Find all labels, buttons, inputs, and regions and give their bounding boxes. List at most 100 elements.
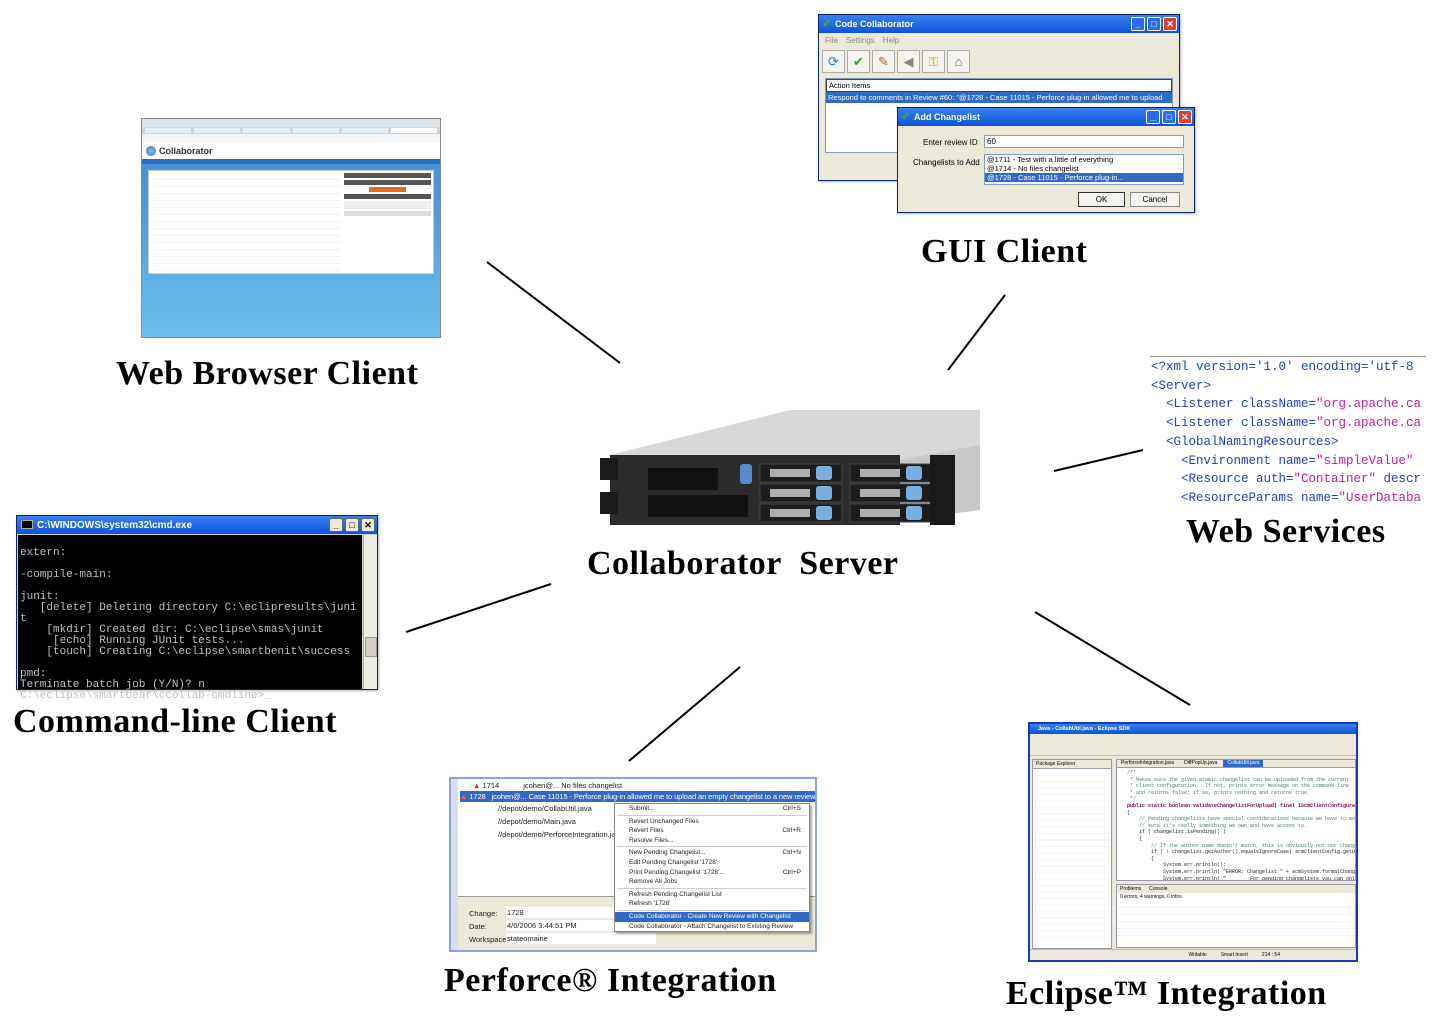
edge-command-line [405, 583, 552, 633]
xml-line: <Environment name="simpleValue" [1151, 453, 1414, 468]
eclipse-title: Java - CollabUtil.java - Eclipse SDK [1030, 724, 1356, 734]
cmd-title: C:\WINDOWS\system32\cmd.exe [37, 519, 193, 531]
code-line: // If the author name doesn't match, thi… [1121, 842, 1355, 849]
collaborator-logo-icon [146, 145, 156, 156]
web-services-xml: <?xml version='1.0' encoding='utf-8<Serv… [1151, 358, 1426, 514]
minimize-button[interactable]: _ [1146, 110, 1160, 124]
edge-web-services [1053, 449, 1144, 472]
action-item[interactable]: Respond to comments in Review #60: "@172… [826, 92, 1172, 103]
warning-icon: ▲ [460, 792, 468, 801]
code-line: System.err.println( "ERROR: Changelist "… [1121, 868, 1355, 875]
changelists-list[interactable]: @1711 - Test with a little of everything… [984, 154, 1184, 185]
xml-line: <Listener className="org.apache.ca [1151, 397, 1422, 412]
cmd-scrollbar[interactable] [363, 535, 377, 689]
maximize-button[interactable]: □ [1147, 17, 1161, 31]
context-menu-item[interactable]: Code Collaborator - Create New Review wi… [615, 911, 809, 922]
warning-icon: ▲ [473, 781, 481, 790]
edit-document-icon[interactable]: ✎ [872, 50, 895, 73]
code-line: public static boolean validateChangelist… [1121, 802, 1355, 809]
changelist-item[interactable]: @1711 - Test with a little of everything [987, 155, 1114, 164]
refresh-icon[interactable]: ⟳ [822, 50, 845, 73]
detail-label: Workspace: [469, 935, 509, 944]
edge-gui [947, 294, 1006, 371]
file-item[interactable]: //depot/demo/Main.java [498, 817, 576, 826]
cancel-button[interactable]: Cancel [1130, 192, 1180, 207]
review-id-input[interactable]: 60 [984, 135, 1184, 148]
check-icon: ✔ [901, 111, 911, 123]
home-icon[interactable]: ⌂ [947, 50, 970, 73]
back-icon[interactable]: ◀ [897, 50, 920, 73]
code-line: System.err.println( " For pending change… [1121, 875, 1355, 881]
dialog-title: Add Changelist [914, 112, 981, 122]
editor-tab-active[interactable]: CollabUtil.java [1223, 760, 1264, 767]
code-line: { [1121, 835, 1143, 842]
cmd-window: C:\WINDOWS\system32\cmd.exe _□✕ extern: … [16, 515, 378, 702]
label-gui-client: GUI Client [921, 233, 1088, 270]
editor-tab[interactable]: PerforceIntegration.java [1121, 760, 1175, 766]
xml-line: <GlobalNamingResources> [1151, 434, 1339, 449]
menu-separator [617, 909, 807, 911]
context-menu-item[interactable]: Print Pending Changelist '1728'...Ctrl+P [629, 868, 801, 876]
key-icon[interactable]: ⚿ [922, 50, 945, 73]
maximize-button[interactable]: □ [1162, 110, 1176, 124]
close-button[interactable]: ✕ [1163, 17, 1177, 31]
menu-separator [617, 846, 807, 848]
xml-divider [1150, 356, 1426, 357]
menu-settings[interactable]: Settings [845, 36, 875, 45]
code-line: * Makes sure the given atomic changelist… [1121, 776, 1350, 783]
context-menu-item[interactable]: Revert Unchanged Files [629, 817, 699, 825]
maximize-button[interactable]: □ [345, 518, 359, 532]
detail-value: stateomaine [506, 933, 656, 944]
status-cursor-position: 214 : 54 [1261, 952, 1280, 958]
xml-line: <ResourceParams name="UserDataba [1151, 490, 1422, 505]
code-line: if ( changelist.isPending() ) [1121, 829, 1227, 836]
code-editor[interactable]: /** * Makes sure the given atomic change… [1117, 768, 1355, 880]
code-line: if ( ! changelist.getAuthor().equalsIgno… [1121, 849, 1355, 856]
minimize-button[interactable]: _ [1131, 17, 1145, 31]
ok-button[interactable]: OK [1078, 192, 1125, 207]
console-tab[interactable]: Console [1149, 886, 1168, 892]
context-menu-item[interactable]: Remove All Jobs [629, 878, 678, 886]
changelist-item[interactable]: @1714 - No files changelist [987, 164, 1079, 173]
code-line: /** [1121, 770, 1137, 776]
file-item[interactable]: //depot/demo/PerforceIntegration.java [498, 830, 624, 839]
code-line: * client configuration. If not, prints e… [1121, 783, 1350, 790]
close-button[interactable]: ✕ [1178, 110, 1192, 124]
context-menu-item[interactable]: Submit...Ctrl+S [629, 805, 801, 812]
web-app-logo: Collaborator [159, 145, 213, 156]
problems-tab[interactable]: Problems [1120, 886, 1142, 892]
code-line: { [1121, 855, 1155, 862]
context-menu-item[interactable]: Refresh '1728' [629, 900, 671, 908]
code-line: System.err.println(); [1121, 862, 1227, 869]
close-button[interactable]: ✕ [361, 518, 375, 532]
detail-label: Change: [469, 909, 498, 918]
label-web-services: Web Services [1186, 513, 1386, 550]
label-command-line-client: Command-line Client [13, 703, 337, 740]
minimize-button[interactable]: _ [329, 518, 343, 532]
xml-line: <Server> [1151, 378, 1212, 393]
xml-line: <Resource auth="Container" descr [1151, 472, 1422, 487]
context-menu-item[interactable]: Code Collaborator - Attach Changelist to… [629, 922, 794, 930]
check-document-icon[interactable]: ✔ [847, 50, 870, 73]
context-menu-item[interactable]: Resolve Files... [629, 836, 674, 844]
editor-tab[interactable]: DiffPopUp.java [1184, 760, 1218, 766]
add-changelist-dialog: ✔Add Changelist _□✕ Enter review ID 60 C… [897, 107, 1195, 213]
changelist-item-selected[interactable]: @1728 - Case 11015 - Perforce plug-in... [985, 173, 1183, 182]
menu-separator [617, 887, 807, 889]
status-writable: Writable [1188, 952, 1207, 958]
package-explorer-tab[interactable]: Package Explorer [1033, 760, 1111, 769]
context-menu-item[interactable]: Edit Pending Changelist '1728' [629, 858, 718, 866]
menu-help[interactable]: Help [882, 36, 900, 45]
problems-summary: 0 errors, 4 warnings, 0 infos [1120, 894, 1182, 900]
context-menu-item[interactable]: Refresh Pending Changelist List [629, 890, 722, 898]
menu-file[interactable]: File [825, 36, 838, 45]
cmd-output: extern: -compile-main: junit: [delete] D… [18, 535, 362, 702]
cmd-icon [21, 520, 33, 529]
file-item[interactable]: //depot/demo/CollabUtil.java [498, 804, 592, 813]
context-menu-item[interactable]: New Pending Changelist...Ctrl+N [629, 849, 801, 857]
gui-window-title: Code Collaborator [835, 19, 914, 29]
